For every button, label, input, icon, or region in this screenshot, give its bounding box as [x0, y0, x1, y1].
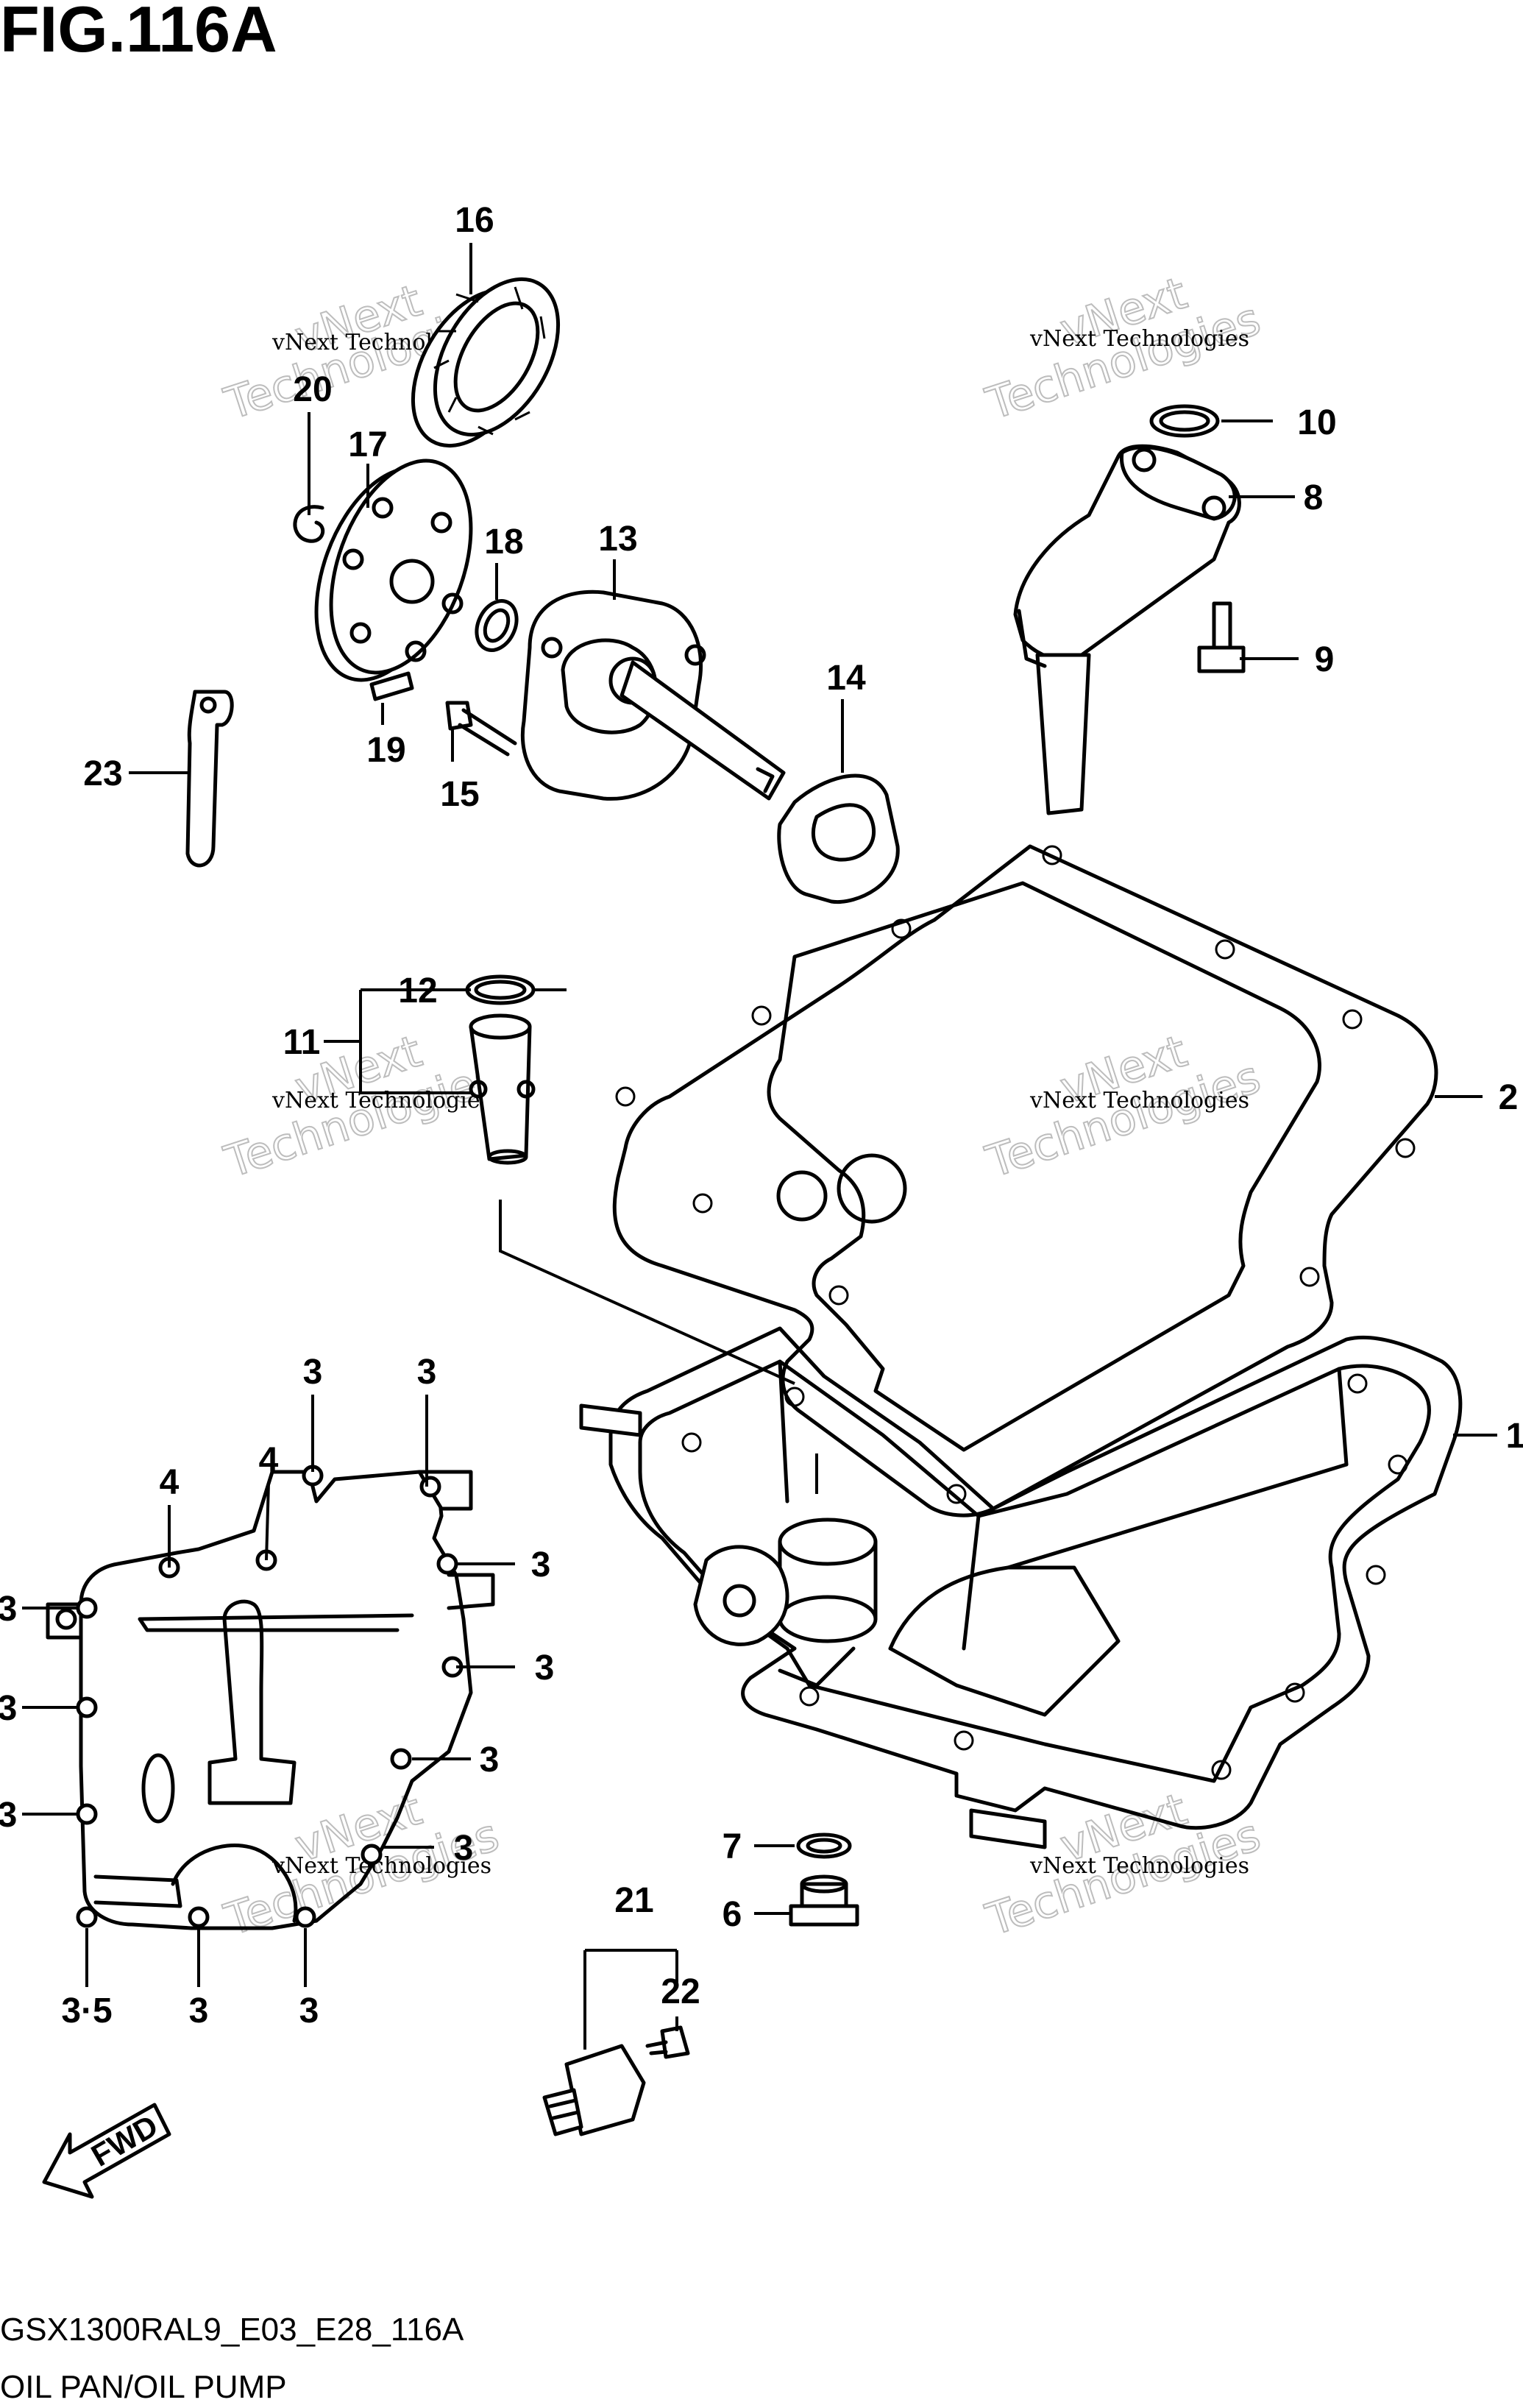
- svg-text:vNext Technologies: vNext Technologies: [1029, 1088, 1249, 1113]
- callout-2: 2: [1499, 1078, 1519, 1117]
- callout-3-f: 3: [454, 1829, 474, 1868]
- callout-17: 17: [348, 425, 387, 464]
- callout-21: 21: [614, 1881, 653, 1920]
- part-19-pin: [369, 671, 414, 701]
- callout-18: 18: [484, 523, 523, 562]
- figure-caption: OIL PAN/OIL PUMP: [0, 2369, 287, 2405]
- callout-8: 8: [1304, 478, 1324, 517]
- svg-text:vNext Technologies: vNext Technologies: [1029, 326, 1249, 352]
- callout-19: 19: [366, 731, 405, 770]
- part-13-oil-pump: [520, 589, 786, 801]
- part-17-drive-gear: [314, 458, 473, 682]
- part-18-washer: [475, 599, 519, 652]
- callout-3-a: 3: [303, 1353, 323, 1392]
- callout-10: 10: [1297, 403, 1336, 442]
- part-9-bolt: [1197, 601, 1246, 673]
- part-2-gasket: [612, 844, 1438, 1518]
- callout-16: 16: [455, 201, 494, 240]
- svg-text:vNext Technologies: vNext Technologies: [1029, 1853, 1249, 1879]
- callout-3-h: 3: [0, 1689, 17, 1728]
- callout-3-i: 3: [0, 1796, 17, 1835]
- callout-4-b: 4: [259, 1441, 279, 1480]
- part-22-screw: [645, 2025, 690, 2059]
- callout-15: 15: [440, 775, 479, 814]
- part-1-oil-pan: [579, 1326, 1463, 1849]
- part-16-driven-gear: [411, 277, 561, 448]
- part-11-pipe: [469, 1013, 536, 1165]
- watermark-2: Technologies vNext vNext Technologies: [979, 267, 1267, 431]
- callout-7: 7: [723, 1827, 742, 1866]
- part-8-oil-strainer: [1013, 444, 1241, 815]
- callout-22: 22: [661, 1972, 700, 2011]
- callout-9: 9: [1315, 640, 1335, 679]
- callout-labels: 16 20 17 18 13 19 15 23 14 10 8 9 12 11 …: [0, 201, 1523, 2030]
- watermark-6: Technologies vNext vNext Technologies: [979, 1783, 1267, 1947]
- figure-title: FIG.116A: [0, 0, 277, 65]
- part-23-guide: [185, 690, 234, 868]
- part-15-bolt: [445, 701, 517, 757]
- callout-13: 13: [598, 520, 637, 559]
- callout-3-k: 3: [299, 1991, 319, 2030]
- callout-12: 12: [398, 971, 437, 1010]
- part-6-drain-plug: [789, 1874, 859, 1927]
- part-21-oil-pressure-switch: [542, 2044, 646, 2136]
- callout-3-e: 3: [480, 1741, 500, 1780]
- callout-14: 14: [826, 659, 866, 698]
- callout-20: 20: [293, 370, 332, 409]
- part-7-gasket: [796, 1832, 852, 1859]
- fwd-arrow: FWD: [42, 2103, 171, 2199]
- figure-code: GSX1300RAL9_E03_E28_116A: [0, 2312, 464, 2348]
- callout-4-a: 4: [160, 1463, 180, 1502]
- callout-3-5: 3·5: [61, 1991, 112, 2030]
- callout-3-j: 3: [189, 1991, 209, 2030]
- leader-lines: [22, 243, 1497, 2050]
- callout-3-d: 3: [535, 1649, 555, 1688]
- part-14-gasket: [777, 773, 900, 904]
- callout-11: 11: [283, 1023, 321, 1062]
- callout-23: 23: [83, 754, 122, 793]
- callout-3-g: 3: [0, 1590, 17, 1629]
- callout-6: 6: [723, 1895, 742, 1934]
- part-20-circlip: [293, 505, 325, 543]
- watermark-4: Technologies vNext vNext Technologies: [979, 1025, 1267, 1189]
- callout-1: 1: [1506, 1417, 1523, 1456]
- callout-3-b: 3: [417, 1353, 437, 1392]
- part-10-o-ring: [1149, 404, 1220, 438]
- callout-3-c: 3: [531, 1545, 551, 1584]
- part-12-o-ring: [465, 974, 536, 1005]
- fwd-label: FWD: [85, 2108, 163, 2173]
